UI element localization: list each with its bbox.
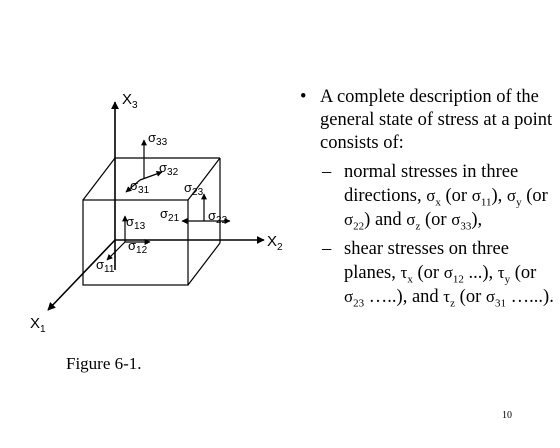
shear-stress-text: shear stresses on three planes, τx (or σ…	[344, 239, 554, 310]
normal-stress-text: normal stresses in three directions, σx …	[344, 162, 548, 233]
sub-bullet-normal: – normal stresses in three directions, σ…	[322, 161, 558, 232]
figure-caption: Figure 6-1.	[66, 354, 142, 373]
x2-label: X2	[267, 233, 283, 253]
cube-outline	[82, 157, 221, 286]
sigma-33-label: σ33	[148, 130, 168, 148]
bullet-dot: •	[300, 87, 307, 107]
sub-bullets: – normal stresses in three directions, σ…	[322, 161, 558, 309]
x3-label: X3	[122, 91, 138, 111]
sigma-13-label: σ13	[126, 214, 146, 232]
sigma-22-label: σ22	[208, 208, 228, 226]
sigma-11-label: σ11	[96, 257, 115, 275]
dash-mark: –	[322, 162, 332, 182]
sub-bullet-shear: – shear stresses on three planes, τx (or…	[322, 238, 558, 309]
bullet-main: • A complete description of the general …	[300, 86, 558, 155]
bullet-main-text: A complete description of the general st…	[320, 87, 553, 153]
dash-mark: –	[322, 239, 332, 259]
x1-label: X1	[30, 315, 46, 335]
axes	[47, 101, 265, 311]
x1-axis	[47, 239, 116, 311]
stress-cube-diagram: X3 X2 X1 σ33 σ32 σ31 σ23 σ21 σ22 σ13 σ12…	[30, 91, 283, 335]
bullet-list: • A complete description of the general …	[300, 86, 558, 315]
sigma-32-label: σ32	[159, 160, 179, 178]
page-number: 10	[502, 410, 512, 421]
stress-arrows	[106, 139, 231, 261]
sigma-21-label: σ21	[160, 206, 180, 224]
